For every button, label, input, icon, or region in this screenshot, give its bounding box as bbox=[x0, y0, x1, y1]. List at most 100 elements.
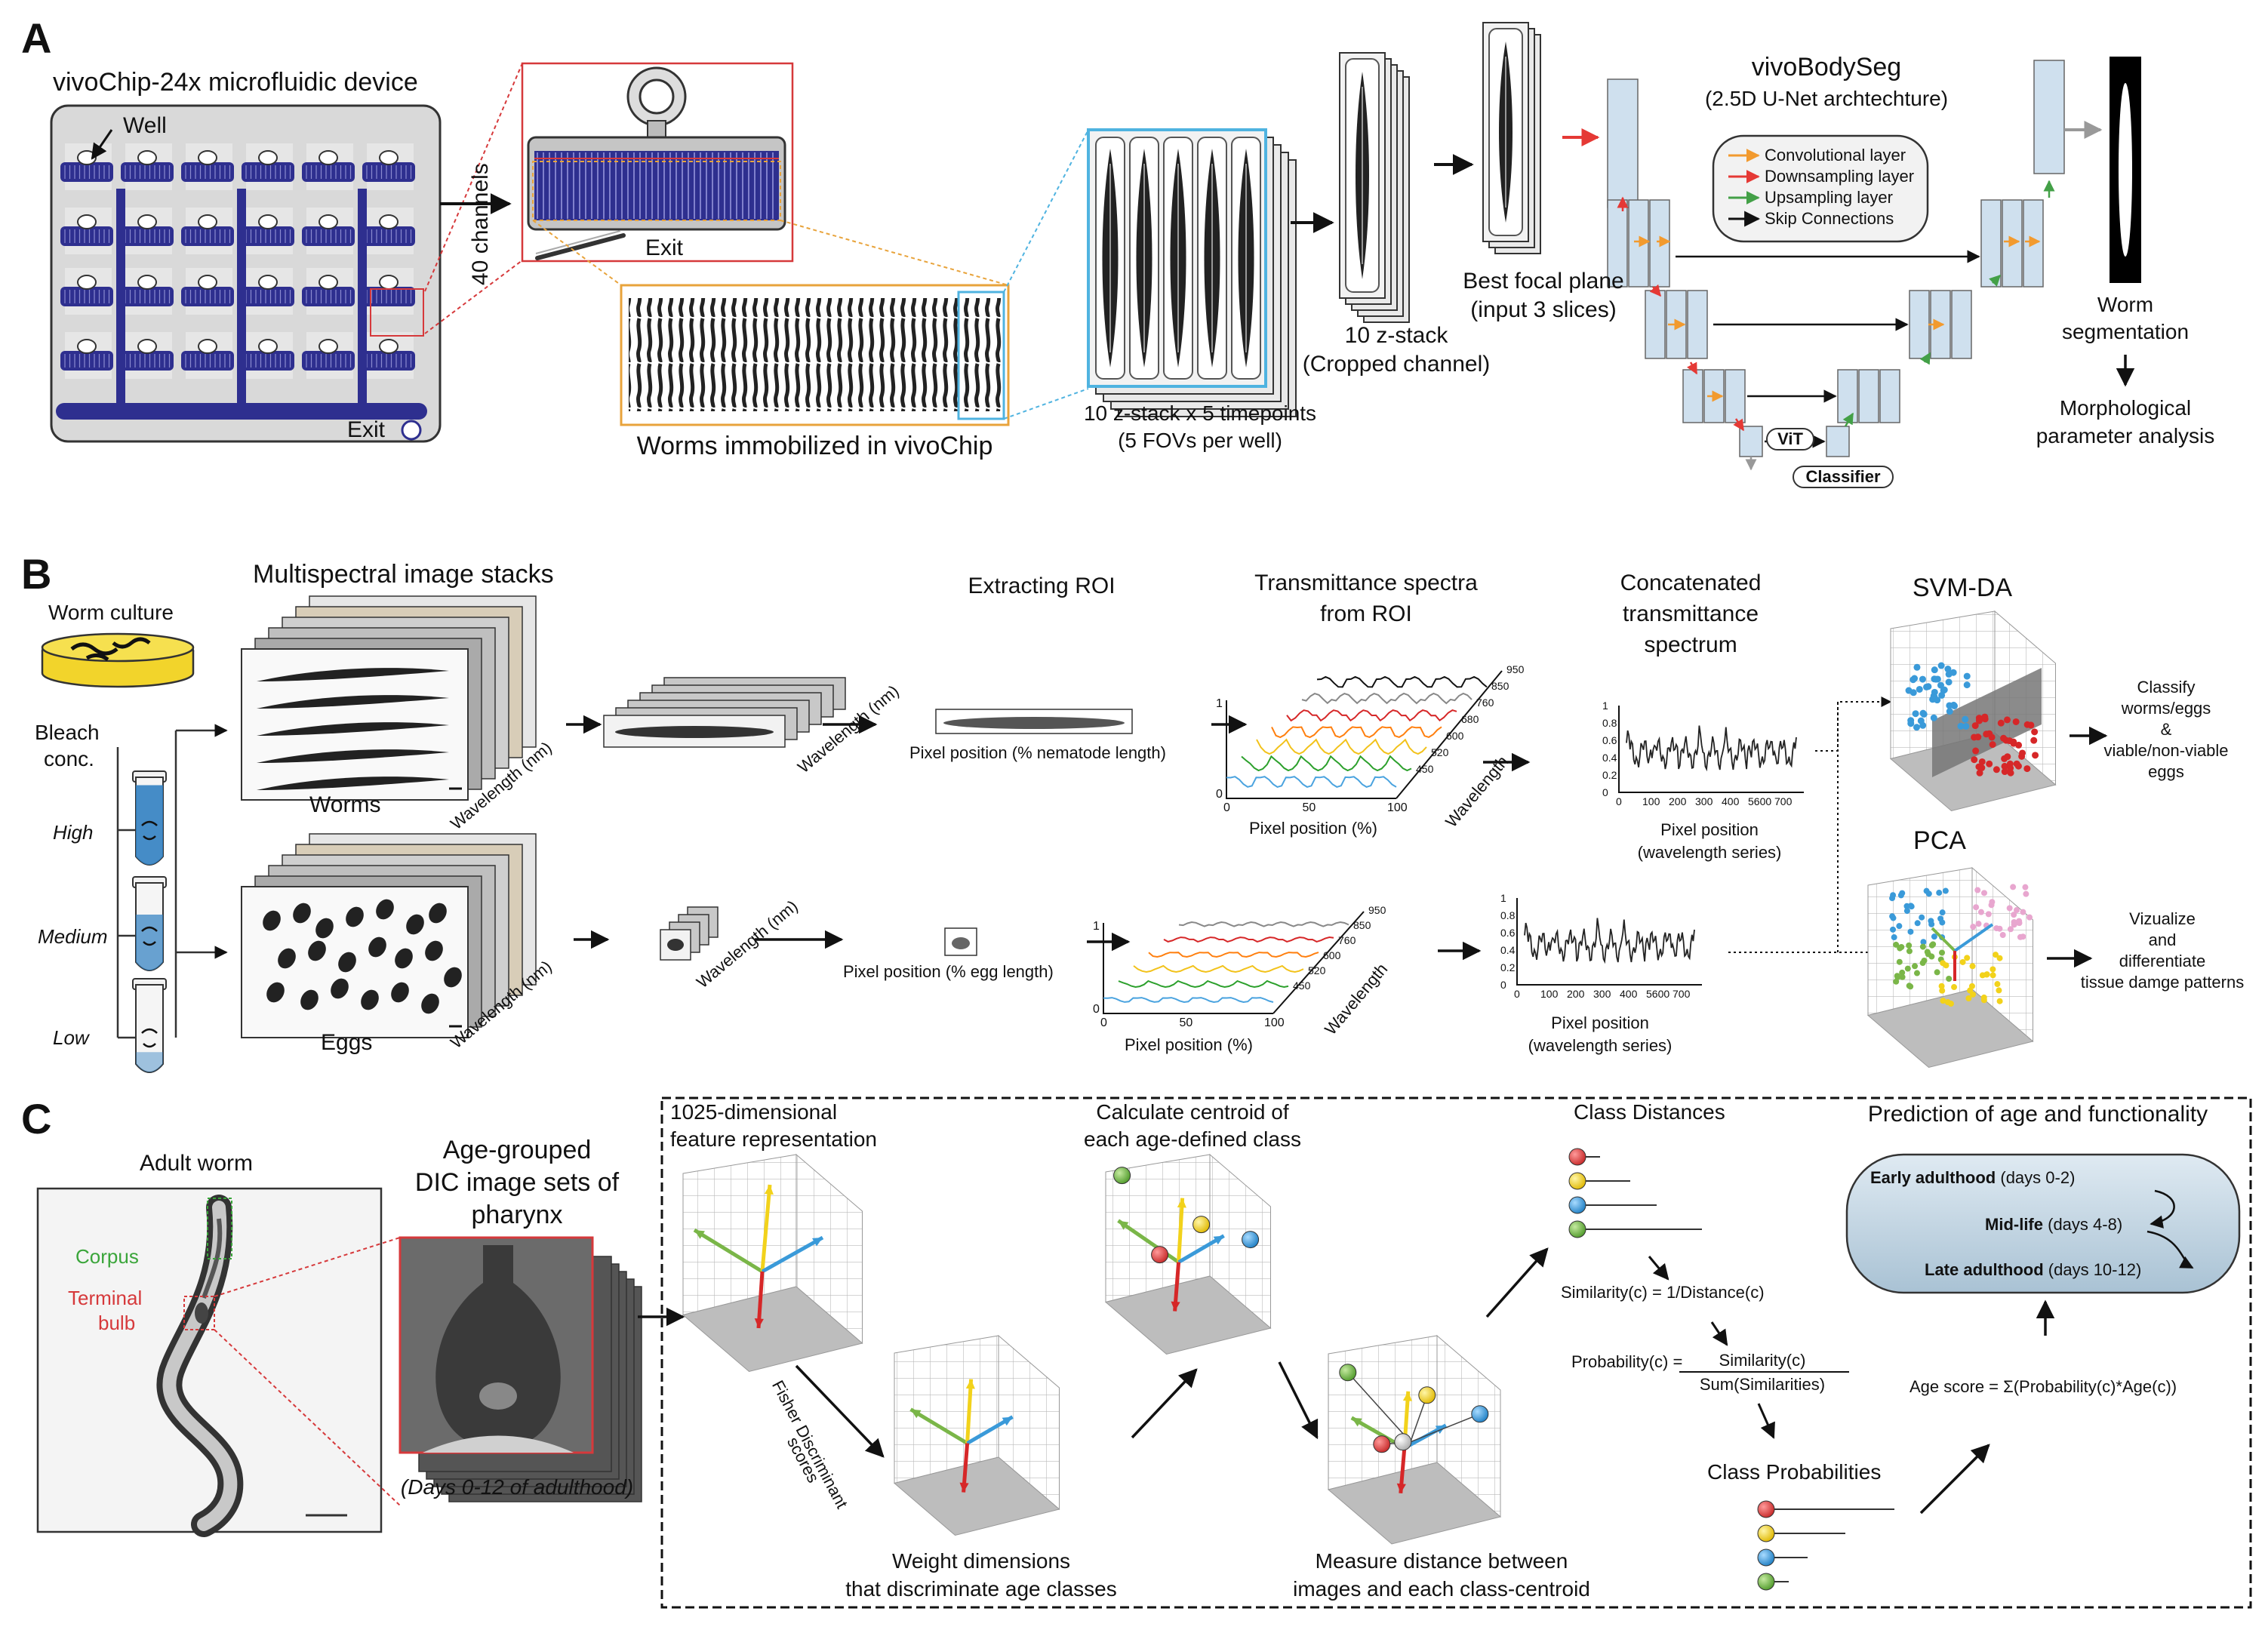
similarity-formula: Similarity(c) = 1/Distance(c) bbox=[1561, 1283, 1765, 1302]
svm-point bbox=[1962, 715, 1969, 723]
pca-point bbox=[1896, 958, 1903, 965]
svm-point bbox=[1930, 714, 1937, 721]
tick-label: 0 bbox=[1500, 979, 1506, 991]
svm-point bbox=[1971, 722, 1979, 730]
conc-medium: Medium bbox=[38, 925, 108, 948]
pca-point bbox=[2023, 890, 2030, 897]
concat-xlabel-w-2: (wavelength series) bbox=[1637, 843, 1782, 862]
unet-block bbox=[1687, 290, 1708, 359]
pca-point bbox=[1977, 909, 1984, 915]
egg bbox=[444, 967, 462, 988]
tube-worms bbox=[141, 820, 158, 841]
svm-point bbox=[1905, 687, 1913, 694]
feature-axis-head bbox=[1118, 1220, 1129, 1230]
tube-worms bbox=[141, 926, 158, 946]
bleach-line1: Bleach bbox=[35, 721, 100, 744]
class-centroid bbox=[1471, 1405, 1489, 1423]
concat-xlabel-e-1: Pixel position bbox=[1551, 1013, 1649, 1032]
panel-b-label: B bbox=[21, 550, 52, 598]
svm-point bbox=[2006, 737, 2014, 745]
egg bbox=[425, 940, 443, 961]
egg bbox=[300, 989, 319, 1010]
pca-point bbox=[1920, 939, 1927, 946]
terminal-line2: bulb bbox=[98, 1312, 136, 1334]
days-caption: (Days 0-12 of adulthood) bbox=[400, 1475, 634, 1499]
well-channel bbox=[302, 351, 355, 371]
spectrum-line bbox=[1148, 952, 1319, 958]
well-channel bbox=[181, 162, 234, 182]
roi-worm bbox=[615, 726, 774, 738]
svm-point bbox=[1949, 669, 1957, 676]
pca-point bbox=[1906, 942, 1913, 949]
class-ball bbox=[1568, 1220, 1586, 1238]
pca-point bbox=[1891, 934, 1897, 941]
svm-point bbox=[1937, 681, 1944, 689]
svm-point bbox=[1919, 721, 1927, 729]
stage-mid-range: (days 4-8) bbox=[2048, 1215, 2123, 1234]
well-inlet bbox=[137, 275, 157, 290]
well-inlet bbox=[198, 339, 217, 354]
feature-axis-head bbox=[1351, 1417, 1362, 1427]
tick-label: 700 bbox=[1673, 988, 1691, 1000]
weight-line1: Weight dimensions bbox=[891, 1549, 1071, 1573]
tick-label: 700 bbox=[1774, 795, 1793, 807]
svm-point bbox=[2023, 721, 2031, 728]
concat-xlabel-e-2: (wavelength series) bbox=[1528, 1036, 1673, 1055]
well-channel bbox=[60, 162, 113, 182]
unet-block bbox=[2033, 60, 2065, 174]
unet-subtitle: (2.5D U-Net archtechture) bbox=[1704, 87, 1949, 110]
stage-early: Early adulthood (days 0-2) bbox=[1870, 1168, 2075, 1188]
probability-num: Similarity(c) bbox=[1719, 1351, 1806, 1370]
spectrum-line bbox=[1118, 979, 1289, 989]
spectrum-line bbox=[1178, 921, 1349, 927]
svm-point bbox=[1938, 691, 1946, 699]
svm-point bbox=[1919, 709, 1927, 717]
tick-label: 0 bbox=[1514, 988, 1520, 1000]
distance-line bbox=[1410, 1413, 1481, 1443]
tick-label: 0.8 bbox=[1500, 909, 1516, 921]
svm-point bbox=[1971, 756, 1978, 764]
pca-point bbox=[1907, 903, 1914, 909]
pca-point bbox=[1931, 933, 1937, 940]
centroid-line2: each age-defined class bbox=[1084, 1127, 1301, 1151]
svm-point bbox=[1946, 708, 1953, 715]
pca-point bbox=[1996, 998, 2003, 1004]
pca-point bbox=[1904, 965, 1911, 972]
well-inlet bbox=[258, 339, 278, 354]
egg bbox=[368, 936, 386, 958]
worm-shape bbox=[257, 668, 449, 681]
unet-arrow bbox=[1842, 412, 1854, 427]
tube-liquid bbox=[136, 1052, 163, 1072]
concat-axes bbox=[1516, 898, 1702, 986]
well-inlet bbox=[77, 339, 97, 354]
svm-point bbox=[1950, 701, 1958, 709]
well-inlet bbox=[77, 214, 97, 229]
feature-axis-head bbox=[959, 1482, 969, 1493]
concat-title-line2: transmittance bbox=[1622, 601, 1759, 626]
well-channel bbox=[60, 226, 113, 246]
worm-seg-line1: Worm bbox=[2097, 293, 2154, 316]
waterfall-axes bbox=[1226, 700, 1396, 799]
feature-axis-head bbox=[1396, 1483, 1406, 1493]
svm-point bbox=[2007, 769, 2014, 777]
well-inlet bbox=[319, 339, 338, 354]
class-ball bbox=[1757, 1524, 1775, 1542]
feature-axis-head bbox=[764, 1185, 774, 1195]
tick-label: 0.6 bbox=[1602, 734, 1617, 746]
well-inlet bbox=[258, 214, 278, 229]
age-score: Age score = Σ(Probability(c)*Age(c)) bbox=[1909, 1377, 2177, 1396]
pca-point bbox=[1996, 987, 2002, 994]
tick-label: 600 bbox=[1446, 730, 1464, 742]
roi-egg bbox=[667, 939, 684, 951]
feature-line1: 1025-dimensional bbox=[670, 1100, 838, 1124]
tick-label: 400 bbox=[1722, 795, 1740, 807]
class-ball bbox=[1757, 1548, 1775, 1567]
egg bbox=[263, 910, 281, 931]
egg bbox=[331, 978, 349, 999]
svm-point bbox=[1997, 719, 2005, 727]
egg bbox=[293, 903, 311, 924]
egg bbox=[308, 940, 326, 961]
feature-axis-arrow bbox=[761, 1235, 824, 1274]
panel-a-label: A bbox=[21, 14, 52, 62]
pca-point bbox=[1924, 949, 1931, 955]
